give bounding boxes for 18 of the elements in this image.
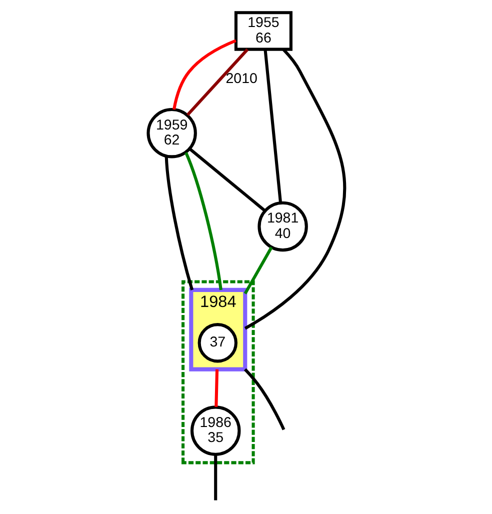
node-circle: 1986 35 — [190, 406, 240, 456]
node-box: 1955 66 — [234, 11, 292, 51]
connector — [243, 246, 272, 294]
node-circle: 1981 40 — [257, 201, 308, 252]
connector — [164, 156, 194, 290]
connector — [244, 48, 346, 330]
connector — [186, 48, 248, 116]
connector — [263, 49, 282, 203]
connector — [214, 369, 218, 407]
node-circle: 1959 62 — [146, 108, 196, 158]
connector — [172, 39, 236, 110]
edge-label: 2010 — [225, 71, 257, 88]
connector — [214, 454, 217, 500]
cluster — [181, 280, 254, 464]
connector — [243, 368, 285, 430]
node-circle: 37 — [197, 323, 237, 363]
connector — [188, 148, 266, 212]
connector — [184, 152, 222, 290]
